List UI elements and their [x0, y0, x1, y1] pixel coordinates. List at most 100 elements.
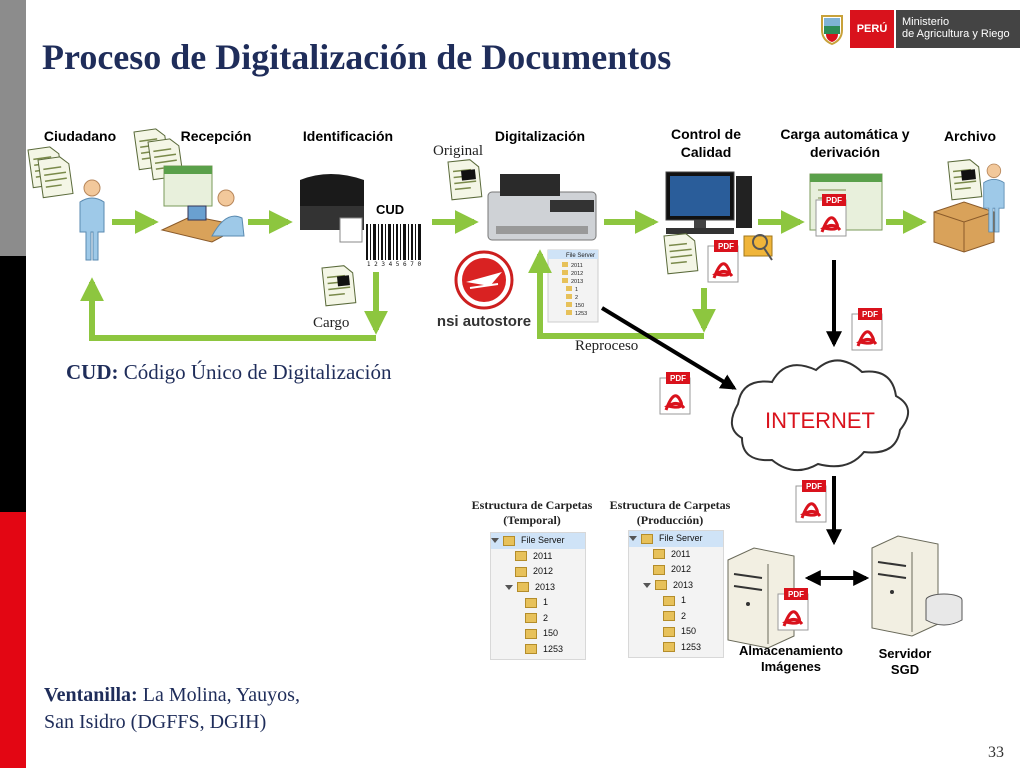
inset-file-tree: File Server 2011 2012 2013 1 2 150 1253 — [547, 249, 599, 323]
inset-tree-item-2: 2013 — [571, 279, 583, 285]
step-label-identificacion: Identificación — [302, 128, 394, 144]
cud-definition-term: CUD: — [66, 360, 119, 384]
tree-item: 2 — [629, 609, 723, 625]
tree-item: 2013 — [629, 578, 723, 594]
ventanilla-text1: La Molina, Yauyos, — [137, 684, 300, 706]
cud-definition: CUD: Código Único de Digitalización — [66, 360, 391, 385]
tree-item: 2011 — [629, 547, 723, 563]
folder-title-temporal-line1: Estructura de Carpetas — [471, 498, 593, 512]
autostore-logo-icon — [454, 250, 514, 310]
folder-title-produccion: Estructura de Carpetas (Producción) — [604, 498, 736, 528]
barcode-icon — [364, 222, 424, 266]
step-label-recepcion: Recepción — [180, 128, 252, 144]
label-storage-server: Almacenamiento Imágenes — [728, 643, 854, 675]
logo-ministry: Ministerio de Agricultura y Riego — [896, 10, 1020, 48]
qc-pdf-icon — [706, 238, 740, 284]
page-title: Proceso de Digitalización de Documentos — [42, 37, 672, 77]
inset-tree-item-3: 1 — [575, 287, 578, 293]
label-sgd-line1: Servidor — [878, 646, 932, 661]
barcode-digits: 1 2 3 4 5 6 7 0 — [367, 261, 422, 268]
tree-item: 2 — [491, 611, 585, 627]
original-document-icon — [447, 158, 483, 201]
flow-arrows-black — [600, 260, 870, 586]
inset-tree-item-4: 2 — [575, 295, 578, 301]
database-icon — [925, 593, 963, 626]
label-storage-line2: Imágenes — [761, 659, 821, 674]
folder-title-temporal-line2: (Temporal) — [503, 513, 561, 527]
label-cud: CUD — [376, 202, 405, 217]
sgd-server-icon — [871, 535, 939, 637]
logo-ministry-line2: de Agricultura y Riego — [902, 28, 1010, 40]
side-band-gray — [0, 0, 26, 256]
tree-item: 2012 — [629, 562, 723, 578]
cargo-document-icon — [321, 264, 357, 307]
tree-item: 1253 — [491, 642, 585, 658]
step-label-carga-line2: derivación — [809, 144, 881, 160]
qc-document-icon — [663, 232, 699, 275]
autostore-label: nsi autostore — [437, 313, 531, 330]
scanner-icon — [487, 174, 597, 241]
tree-item: 150 — [491, 626, 585, 642]
tree-item: 1 — [629, 593, 723, 609]
tree-root: File Server — [629, 531, 723, 547]
step-label-digitalizacion: Digitalización — [494, 128, 586, 144]
folder-magnifier-icon — [743, 234, 773, 261]
internet-label: INTERNET — [765, 408, 875, 433]
inset-tree-root: File Server — [566, 253, 595, 259]
inset-tree-item-5: 150 — [575, 303, 584, 309]
logo-ministry-line1: Ministerio — [902, 16, 950, 28]
side-band-black — [0, 256, 26, 512]
label-original: Original — [433, 143, 483, 159]
tree-item: 2013 — [491, 580, 585, 596]
logo-country: PERÚ — [850, 10, 894, 48]
step-label-archivo: Archivo — [943, 128, 997, 144]
step-label-control-line2: Calidad — [680, 144, 732, 160]
step-label-ciudadano: Ciudadano — [43, 128, 117, 144]
folder-tree-produccion: File Server 2011 2012 2013 1 2 150 1253 — [628, 530, 724, 658]
folder-title-produccion-line1: Estructura de Carpetas — [609, 498, 731, 512]
carga-pdf-icon — [814, 192, 848, 238]
ministry-logo: PERÚ Ministerio de Agricultura y Riego — [850, 10, 1020, 48]
tree-root: File Server — [491, 533, 585, 549]
archive-icon — [933, 158, 1005, 253]
label-storage-line1: Almacenamiento — [738, 643, 844, 658]
side-band-red — [0, 512, 26, 768]
ventanilla-note: Ventanilla: La Molina, Yauyos, San Isidr… — [44, 682, 300, 736]
pdf-icon-left — [658, 370, 692, 416]
inset-tree-item-6: 1253 — [575, 311, 587, 317]
ventanilla-line2: San Isidro (DGFFS, DGIH) — [44, 711, 267, 733]
label-cargo: Cargo — [313, 315, 350, 331]
inset-tree-item-0: 2011 — [571, 263, 583, 269]
tree-item: 150 — [629, 624, 723, 640]
label-printer-icon — [300, 174, 364, 243]
ventanilla-term: Ventanilla: — [44, 684, 138, 706]
label-sgd-line2: SGD — [890, 662, 920, 677]
tree-item: 2011 — [491, 549, 585, 565]
folder-tree-temporal: File Server 2011 2012 2013 1 2 150 1253 — [490, 532, 586, 660]
storage-pdf-icon — [776, 586, 810, 632]
folder-title-produccion-line2: (Producción) — [636, 513, 704, 527]
step-label-carga-line1: Carga automática y — [780, 126, 910, 142]
flow-arrows-green — [80, 210, 927, 341]
step-label-control: Control de Calidad — [656, 125, 756, 161]
tree-item: 2012 — [491, 564, 585, 580]
step-label-carga: Carga automática y derivación — [766, 125, 924, 161]
computer-icon — [665, 171, 752, 234]
inset-tree-item-1: 2012 — [571, 271, 583, 277]
tree-item: 1 — [491, 595, 585, 611]
step-label-control-line1: Control de — [671, 126, 741, 142]
page-number: 33 — [988, 744, 1004, 761]
citizen-icon — [27, 145, 105, 261]
tree-item: 1253 — [629, 640, 723, 656]
reception-icon — [133, 127, 245, 243]
internet-cloud-icon — [731, 359, 909, 471]
coat-of-arms-icon — [818, 12, 846, 46]
cud-definition-text: Código Único de Digitalización — [118, 360, 392, 384]
pdf-icon-upper — [850, 306, 884, 352]
pdf-icon-lower — [794, 478, 828, 524]
label-sgd-server: Servidor SGD — [868, 646, 942, 678]
ventanilla-line1: Ventanilla: La Molina, Yauyos, — [44, 682, 300, 709]
label-reproceso: Reproceso — [575, 338, 639, 354]
folder-title-temporal: Estructura de Carpetas (Temporal) — [466, 498, 598, 528]
